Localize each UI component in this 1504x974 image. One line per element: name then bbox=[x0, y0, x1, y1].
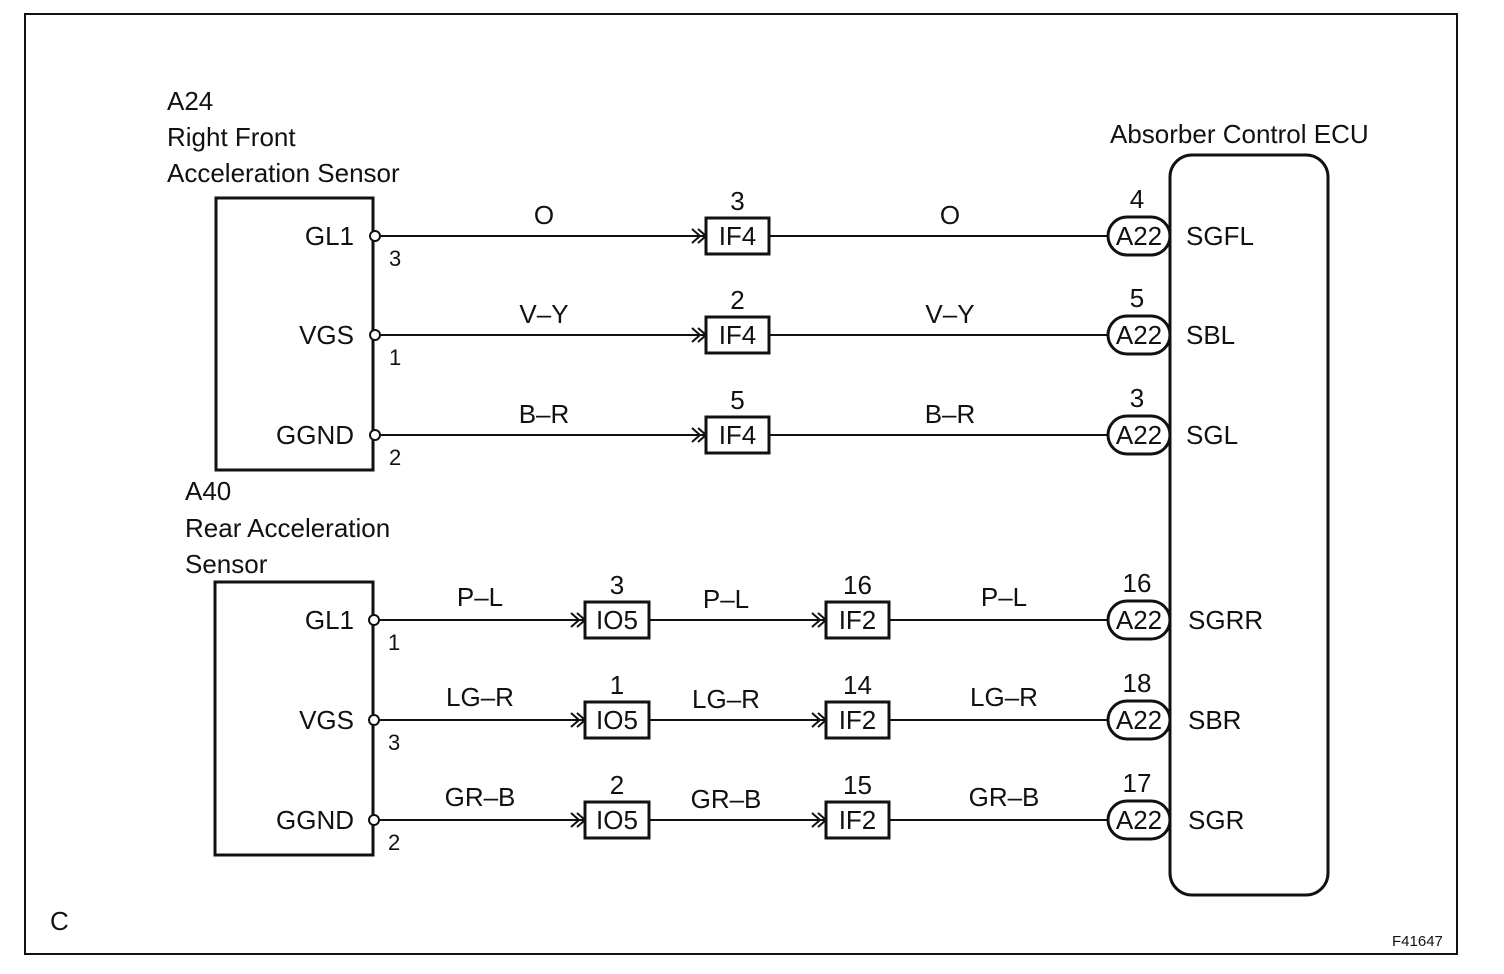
front-sensor-box bbox=[214, 196, 375, 472]
ecu-box bbox=[1168, 153, 1330, 897]
rear-terminal-dot bbox=[368, 814, 380, 826]
rear-ecu-connector-pin: 16 bbox=[1123, 568, 1152, 598]
front-ecu-connector-label: A22 bbox=[1116, 420, 1162, 450]
rear-connector-2-label: IF2 bbox=[839, 705, 877, 735]
rear-ecu-connector-oval bbox=[1106, 799, 1172, 841]
rear-pin-number: 2 bbox=[388, 830, 400, 855]
front-wire-color-b: B–R bbox=[925, 399, 976, 429]
rear-connector-1-label: IO5 bbox=[596, 605, 638, 635]
rear-wire-color-c: LG–R bbox=[970, 682, 1038, 712]
front-wire-color-b: O bbox=[940, 200, 960, 230]
front-pin-number: 3 bbox=[389, 246, 401, 271]
rear-connector-1-label: IO5 bbox=[596, 705, 638, 735]
front-pin-number: 1 bbox=[389, 345, 401, 370]
rear-connector-1-pin: 2 bbox=[610, 770, 624, 800]
ecu-title: Absorber Control ECU bbox=[1110, 119, 1369, 149]
rear-connector-1-pin: 3 bbox=[610, 570, 624, 600]
front-connector-label: IF4 bbox=[719, 320, 757, 350]
corner-letter: C bbox=[50, 906, 69, 936]
rear-wire-color-b: GR–B bbox=[691, 784, 762, 814]
rear-connector-2-pin: 14 bbox=[843, 670, 872, 700]
rear-sensor-name-2: Sensor bbox=[185, 549, 268, 579]
rear-connector-2-pin: 16 bbox=[843, 570, 872, 600]
front-sensor-name-1: Right Front bbox=[167, 122, 296, 152]
rear-wire-color-c: GR–B bbox=[969, 782, 1040, 812]
rear-connector-2-box bbox=[824, 800, 891, 840]
front-wire-color-a: B–R bbox=[519, 399, 570, 429]
rear-sensor-name-1: Rear Acceleration bbox=[185, 513, 390, 543]
rear-ecu-connector-label: A22 bbox=[1116, 605, 1162, 635]
rear-ecu-connector-label: A22 bbox=[1116, 805, 1162, 835]
rear-ecu-connector-label: A22 bbox=[1116, 705, 1162, 735]
front-terminal-dot bbox=[369, 230, 381, 242]
front-ecu-connector-label: A22 bbox=[1116, 221, 1162, 251]
rear-sensor-box bbox=[213, 580, 375, 857]
rear-connector-1-pin: 1 bbox=[610, 670, 624, 700]
front-terminal-dot bbox=[369, 429, 381, 441]
ecu-terminal-name: SGL bbox=[1186, 420, 1238, 450]
front-ecu-connector-label: A22 bbox=[1116, 320, 1162, 350]
front-pin-name: GL1 bbox=[305, 221, 354, 251]
rear-terminal-dot bbox=[368, 614, 380, 626]
rear-ecu-connector-oval bbox=[1106, 699, 1172, 741]
diagram-frame bbox=[24, 13, 1458, 955]
rear-wire-color-a: GR–B bbox=[445, 782, 516, 812]
front-pin-name: GGND bbox=[276, 420, 354, 450]
rear-ecu-connector-pin: 17 bbox=[1123, 768, 1152, 798]
rear-pin-name: GGND bbox=[276, 805, 354, 835]
ecu-terminal-name: SGR bbox=[1188, 805, 1244, 835]
front-sensor-name-2: Acceleration Sensor bbox=[167, 158, 400, 188]
front-ecu-connector-oval bbox=[1106, 314, 1172, 356]
rear-terminal-dot bbox=[368, 714, 380, 726]
rear-wire-color-c: P–L bbox=[981, 582, 1027, 612]
front-ecu-connector-pin: 4 bbox=[1130, 184, 1144, 214]
rear-connector-1-label: IO5 bbox=[596, 805, 638, 835]
rear-pin-number: 3 bbox=[388, 730, 400, 755]
front-ecu-connector-oval bbox=[1106, 215, 1172, 257]
rear-pin-number: 1 bbox=[388, 630, 400, 655]
rear-pin-name: GL1 bbox=[305, 605, 354, 635]
rear-connector-2-pin: 15 bbox=[843, 770, 872, 800]
front-connector-label: IF4 bbox=[719, 221, 757, 251]
rear-connector-2-label: IF2 bbox=[839, 605, 877, 635]
front-ecu-connector-pin: 5 bbox=[1130, 283, 1144, 313]
ecu-terminal-name: SBL bbox=[1186, 320, 1235, 350]
front-connector-pin: 3 bbox=[730, 186, 744, 216]
figure-id: F41647 bbox=[1392, 933, 1443, 950]
front-wire-color-b: V–Y bbox=[925, 299, 974, 329]
ecu-terminal-name: SBR bbox=[1188, 705, 1241, 735]
front-connector-pin: 5 bbox=[730, 385, 744, 415]
rear-ecu-connector-oval bbox=[1106, 599, 1172, 641]
front-wire-color-a: O bbox=[534, 200, 554, 230]
rear-sensor-code: A40 bbox=[185, 476, 231, 506]
rear-ecu-connector-pin: 18 bbox=[1123, 668, 1152, 698]
front-pin-number: 2 bbox=[389, 445, 401, 470]
rear-wire-color-a: LG–R bbox=[446, 682, 514, 712]
rear-wire-color-b: P–L bbox=[703, 584, 749, 614]
ecu-terminal-name: SGFL bbox=[1186, 221, 1254, 251]
front-sensor-code: A24 bbox=[167, 86, 213, 116]
rear-connector-2-box bbox=[824, 600, 891, 640]
front-ecu-connector-pin: 3 bbox=[1130, 383, 1144, 413]
rear-connector-2-label: IF2 bbox=[839, 805, 877, 835]
ecu-terminal-name: SGRR bbox=[1188, 605, 1263, 635]
front-connector-label: IF4 bbox=[719, 420, 757, 450]
rear-wire-color-a: P–L bbox=[457, 582, 503, 612]
rear-connector-2-box bbox=[824, 700, 891, 740]
front-connector-box bbox=[704, 315, 771, 355]
rear-pin-name: VGS bbox=[299, 705, 354, 735]
front-ecu-connector-oval bbox=[1106, 414, 1172, 456]
front-pin-name: VGS bbox=[299, 320, 354, 350]
front-connector-pin: 2 bbox=[730, 285, 744, 315]
rear-wire-color-b: LG–R bbox=[692, 684, 760, 714]
front-wire-color-a: V–Y bbox=[519, 299, 568, 329]
rear-connector-1-box bbox=[583, 800, 651, 840]
front-terminal-dot bbox=[369, 329, 381, 341]
